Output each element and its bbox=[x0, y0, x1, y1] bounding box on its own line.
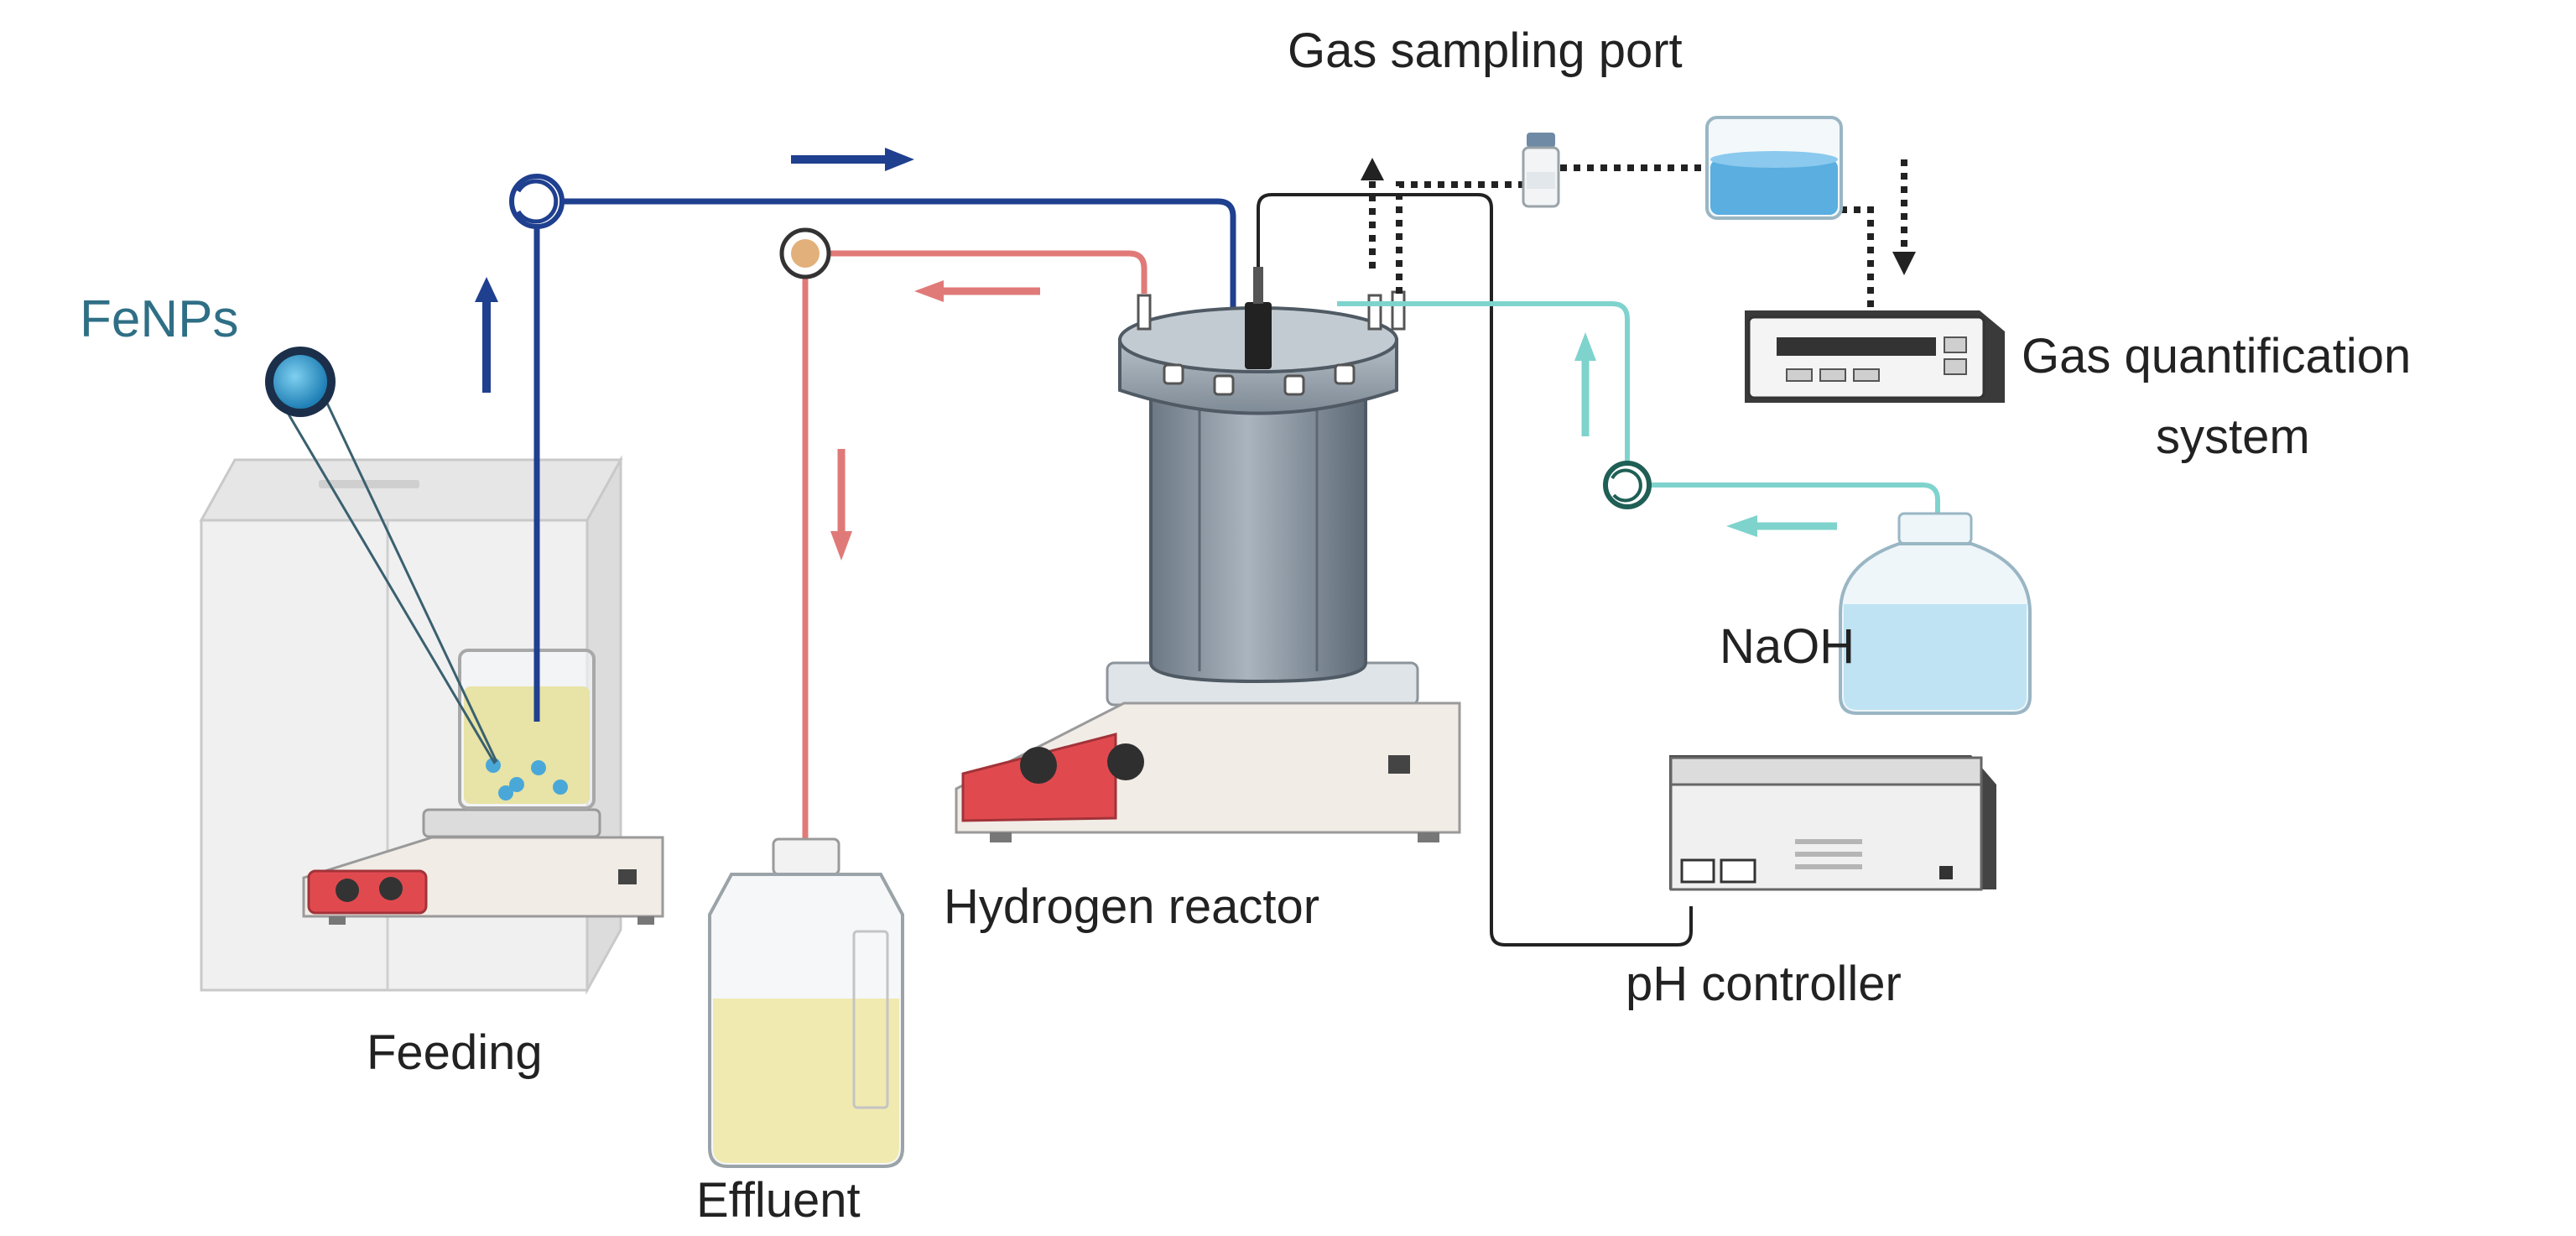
naoh-label: NaOH bbox=[1720, 619, 1855, 674]
gas-meter-icon bbox=[1745, 310, 2005, 403]
naoh-flow-arrow-left bbox=[1726, 515, 1837, 537]
effluent-pump-icon bbox=[779, 227, 831, 279]
feed-flow-arrow-up bbox=[475, 277, 498, 393]
gas-quantification-label-line1: Gas quantification bbox=[2022, 329, 2412, 383]
ph-controller-label: pH controller bbox=[1626, 957, 1902, 1011]
reactor-stirrer-icon bbox=[955, 661, 1461, 842]
naoh-line bbox=[1337, 301, 1940, 520]
fenps-label: FeNPs bbox=[80, 290, 239, 348]
hydrogen-reactor-label: Hydrogen reactor bbox=[944, 879, 1320, 934]
naoh-flow-arrow-up bbox=[1574, 332, 1596, 436]
gas-quantification-label-line2: system bbox=[2156, 409, 2310, 464]
gas-vial-icon bbox=[1522, 133, 1560, 208]
effluent-label: Effluent bbox=[696, 1173, 861, 1228]
feed-flow-arrow-right bbox=[791, 148, 914, 171]
feeding-label: Feeding bbox=[367, 1025, 543, 1080]
nanoparticle-icon bbox=[265, 347, 498, 764]
effluent-flow-arrow-down bbox=[830, 449, 852, 561]
ph-controller-icon bbox=[1669, 755, 1996, 891]
naoh-bottle-icon bbox=[1839, 512, 2032, 715]
beaker-icon bbox=[458, 649, 596, 810]
naoh-pump-icon bbox=[1603, 461, 1652, 509]
hydrogen-reactor-icon bbox=[1118, 267, 1406, 684]
magnetic-stirrer-icon bbox=[302, 808, 664, 925]
reagent-bottle-icon bbox=[708, 837, 904, 1168]
feed-pump-icon bbox=[509, 174, 565, 229]
water-trap-icon bbox=[1705, 116, 1843, 220]
effluent-line bbox=[802, 250, 1147, 843]
effluent-flow-arrow-left bbox=[914, 280, 1040, 302]
ph-probe-cable bbox=[1257, 193, 1693, 947]
gas-sampling-port-label: Gas sampling port bbox=[1288, 23, 1683, 78]
